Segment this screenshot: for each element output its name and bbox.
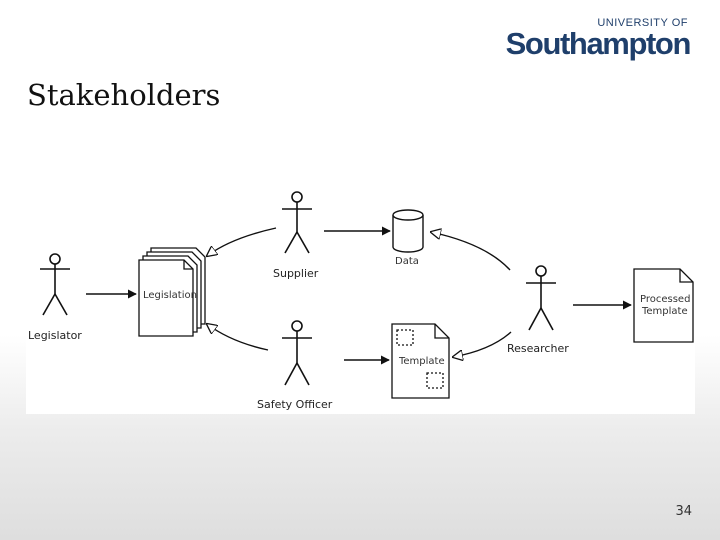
legislator-head-icon [49, 253, 61, 265]
researcher-label: Researcher [507, 342, 569, 355]
legislator-label: Legislator [28, 329, 82, 342]
supplier-actor [282, 191, 312, 254]
university-logo: UNIVERSITY OF Southampton [505, 17, 692, 61]
supplier-head-icon [291, 191, 303, 203]
stakeholder-diagram: Legislator Legislation Supplier [28, 191, 694, 411]
safety-officer-head-icon [291, 320, 303, 332]
legislation-label: Legislation [143, 290, 197, 301]
logo-southampton: Southampton [505, 26, 692, 61]
processed-template-document-icon [633, 268, 694, 343]
template-document-icon [391, 323, 450, 399]
processed-template-label-line1: Processed [640, 294, 690, 305]
supplier-to-legislation-curve-arrow [207, 227, 277, 256]
researcher-actor [526, 265, 556, 331]
template-placeholder-bottom-icon [426, 372, 444, 389]
researcher-to-template-curve-arrow [453, 331, 512, 357]
data-label: Data [395, 256, 419, 267]
legislator-actor [40, 253, 70, 316]
supplier-label: Supplier [273, 267, 319, 280]
safety-officer-to-legislation-curve-arrow [207, 324, 269, 351]
logo-university-of: UNIVERSITY OF [597, 17, 688, 29]
template-label: Template [398, 356, 445, 367]
processed-template-label-line2: Template [641, 306, 688, 317]
template-placeholder-top-icon [396, 329, 414, 346]
database-cylinder-icon [392, 209, 424, 253]
researcher-head-icon [535, 265, 547, 277]
researcher-to-data-curve-arrow [431, 232, 511, 271]
safety-officer-actor [282, 320, 312, 386]
diagram-panel: Legislator Legislation Supplier [26, 182, 695, 414]
legislation-document-stack-icon [138, 247, 206, 337]
slide-title: Stakeholders [27, 78, 221, 112]
page-number: 34 [675, 504, 692, 519]
safety-officer-label: Safety Officer [257, 398, 333, 411]
